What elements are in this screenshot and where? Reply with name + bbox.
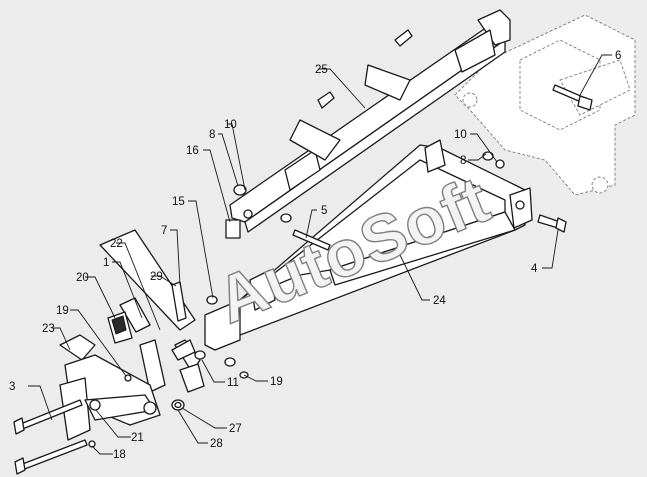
tractor-hitch-frame (454, 14, 636, 196)
callout-16: 16 (186, 145, 199, 157)
callout-11: 11 (227, 377, 239, 389)
callout-23: 23 (42, 323, 55, 335)
callout-24: 24 (433, 295, 446, 307)
callout-19-left: 19 (56, 305, 69, 317)
callout-1: 1 (103, 257, 109, 269)
upper-bar-part-25 (229, 9, 511, 233)
callout-27: 27 (229, 423, 242, 435)
callout-25: 25 (315, 64, 328, 76)
drawbar-frame-part-24 (204, 139, 533, 351)
leader-lines (28, 54, 612, 455)
callout-21: 21 (131, 432, 144, 444)
callout-7: 7 (161, 225, 167, 237)
callout-29: 29 (150, 271, 163, 283)
callout-10-right: 10 (454, 129, 467, 141)
callout-19-right: 19 (270, 376, 283, 388)
callout-10-upper: 10 (224, 119, 237, 131)
callout-8-right: 8 (460, 155, 466, 167)
front-plate-assembly (59, 229, 205, 441)
callout-8-upper: 8 (209, 129, 215, 141)
callout-4: 4 (531, 263, 538, 275)
callout-labels: 1 3 4 5 6 7 8 8 10 10 11 15 16 18 19 19 … (9, 50, 621, 461)
callout-15: 15 (172, 196, 185, 208)
callout-6: 6 (615, 50, 621, 62)
callout-18: 18 (113, 449, 126, 461)
callout-3: 3 (9, 381, 15, 393)
callout-20: 20 (76, 272, 89, 284)
callout-28: 28 (210, 438, 223, 450)
callout-22: 22 (110, 238, 123, 250)
callout-5: 5 (321, 205, 327, 217)
